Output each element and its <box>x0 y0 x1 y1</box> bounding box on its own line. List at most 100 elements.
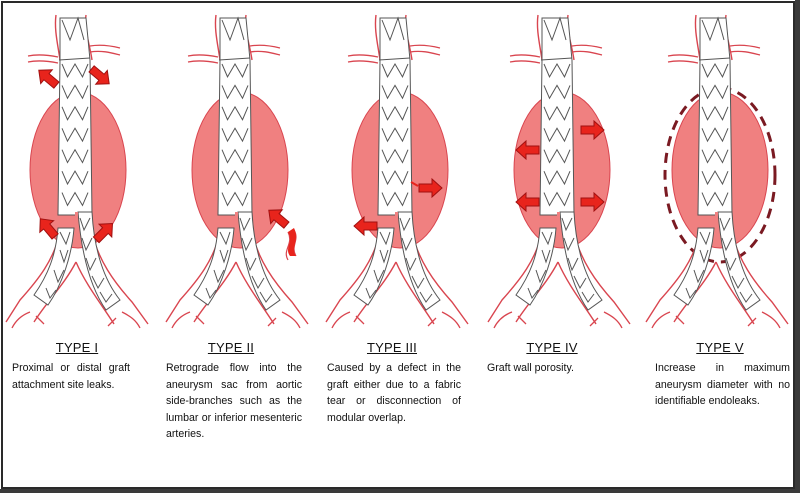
panel-type-4-illustration <box>487 14 631 329</box>
stent-limb-left <box>515 227 557 306</box>
internal-iliac-left <box>493 311 527 329</box>
internal-iliac-left <box>11 311 45 329</box>
panel-description: Retrograde flow into the aneurysm sac fr… <box>166 362 302 440</box>
renal-artery-right <box>249 44 281 56</box>
limb-gap <box>557 212 560 246</box>
arrow-shape <box>92 222 114 244</box>
arrow-shape <box>418 177 443 199</box>
leak-arrow-distal-right <box>92 222 114 244</box>
panel-title: TYPE I <box>55 340 99 355</box>
stent-limb-left <box>193 227 235 306</box>
stent-wires <box>61 63 89 207</box>
arrow-shape <box>353 215 378 237</box>
panel-description: Graft wall porosity. <box>487 362 574 374</box>
arrow-shape <box>580 119 605 141</box>
stent-graft-body <box>217 17 253 216</box>
internal-iliac-right <box>107 311 141 329</box>
stent-limb-left <box>673 227 715 306</box>
panel-type-3-illustration <box>325 14 469 329</box>
suprarenal-stent <box>381 16 405 42</box>
arrow-shape <box>515 139 540 161</box>
internal-iliac-left <box>331 311 365 329</box>
panel-type-1-illustration <box>5 14 149 329</box>
limb-wires-right <box>79 217 113 303</box>
limb-wires-left <box>205 231 231 300</box>
stent-top-line <box>698 57 731 61</box>
panel-type-1-text: TYPE I Proximal or distal graft attachme… <box>12 340 142 393</box>
limb-wires-right <box>239 217 273 303</box>
panel-type-4-text: TYPE IV Graft wall porosity. <box>487 340 617 377</box>
arrow-shape <box>580 191 605 213</box>
retrograde-flow-arrow <box>268 209 290 229</box>
leak-arrow-modular-overlap <box>353 215 378 237</box>
limb-wires-left <box>685 231 711 300</box>
leak-arrow-proximal-right <box>88 65 110 85</box>
internal-iliac-left <box>171 311 205 329</box>
stent-wires <box>701 63 729 207</box>
leak-arrow-distal-left <box>39 218 59 240</box>
limb-wires-right <box>719 217 753 303</box>
panel-type-3-text: TYPE III Caused by a defect in the graft… <box>327 340 461 426</box>
stent-top-line <box>540 57 573 61</box>
renal-artery-left <box>509 54 541 64</box>
panel-type-5-text: TYPE V Increase in maximum aneurysm diam… <box>655 340 790 410</box>
internal-iliac-right <box>589 311 623 329</box>
arrow-shape <box>38 69 60 89</box>
internal-iliac-right <box>267 311 301 329</box>
arrow-shape <box>515 191 540 213</box>
limb-gap <box>75 212 78 246</box>
arrow-shape <box>88 65 110 85</box>
stent-top-line <box>58 57 91 61</box>
limb-wires-right <box>561 217 595 303</box>
renal-artery-right <box>729 44 761 56</box>
arrow-shape <box>39 218 59 240</box>
renal-artery-left <box>187 54 219 64</box>
panel-title: TYPE III <box>366 340 417 355</box>
limb-gap <box>235 212 238 246</box>
panel-type-2-illustration <box>165 14 309 329</box>
suprarenal-stent <box>61 16 85 42</box>
leak-arrow-porosity-right-upper <box>580 119 605 141</box>
stent-graft-body <box>57 17 93 216</box>
stent-limb-right <box>559 211 603 311</box>
renal-artery-left <box>347 54 379 64</box>
stent-graft-body <box>697 17 733 216</box>
stent-wires <box>381 63 409 207</box>
internal-iliac-right <box>747 311 781 329</box>
stent-limb-right <box>717 211 761 311</box>
frame-shadow-right <box>795 0 800 493</box>
leak-arrow-fabric-tear <box>418 177 443 199</box>
stent-graft-body <box>377 17 413 216</box>
panel-type-5-illustration <box>645 14 789 329</box>
stent-top-line <box>218 57 251 61</box>
panel-description: Caused by a defect in the graft either d… <box>327 362 461 424</box>
panel-title: TYPE II <box>207 340 255 355</box>
stent-limb-left <box>33 227 75 306</box>
leak-arrow-porosity-left-lower <box>515 191 540 213</box>
panel-title: TYPE V <box>696 340 744 355</box>
stent-wires <box>221 63 249 207</box>
stent-limb-right <box>397 211 441 311</box>
stent-graft-body <box>539 17 575 216</box>
internal-iliac-left <box>651 311 685 329</box>
internal-iliac-right <box>427 311 461 329</box>
suprarenal-stent <box>221 16 245 42</box>
renal-artery-left <box>667 54 699 64</box>
leak-arrow-porosity-right-lower <box>580 191 605 213</box>
suprarenal-stent <box>543 16 567 42</box>
leak-arrow-porosity-left-upper <box>515 139 540 161</box>
limb-wires-right <box>399 217 433 303</box>
stent-limb-right <box>237 211 281 311</box>
renal-artery-right <box>571 44 603 56</box>
enlarged-sac-dashed-outline <box>663 86 777 264</box>
stent-wires <box>543 63 571 207</box>
arrow-shape <box>268 209 290 229</box>
fabric-tear <box>410 181 419 187</box>
suprarenal-stent <box>701 16 725 42</box>
retrograde-flow <box>288 228 296 256</box>
panel-description: Increase in maximum aneurysm diameter wi… <box>655 362 790 407</box>
panel-type-2-text: TYPE II Retrograde flow into the aneurys… <box>166 340 302 443</box>
limb-wires-left <box>365 231 391 300</box>
renal-artery-right <box>89 44 121 56</box>
